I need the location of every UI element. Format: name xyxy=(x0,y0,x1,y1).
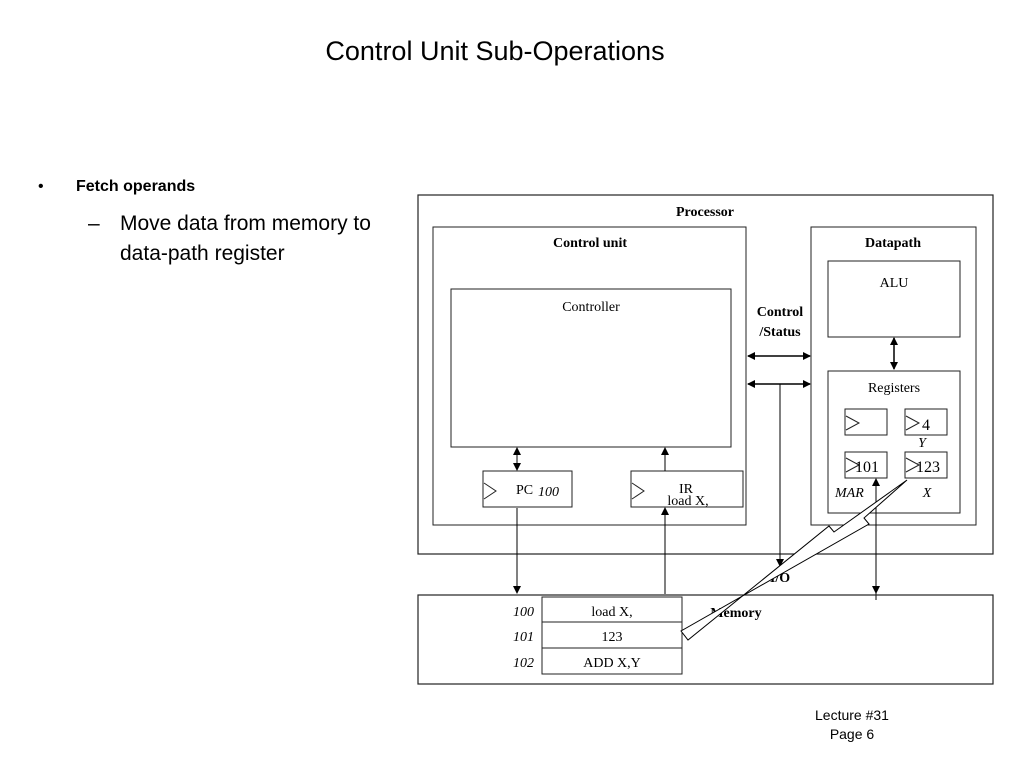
slide-title: Control Unit Sub-Operations xyxy=(325,36,665,66)
clock-icon xyxy=(845,457,861,473)
register-y xyxy=(904,408,948,436)
controller-label: Controller xyxy=(562,300,620,315)
clock-icon xyxy=(483,482,497,500)
control-status-label-1: Control xyxy=(757,305,804,320)
datapath-label: Datapath xyxy=(865,236,921,251)
page-number: Page 6 xyxy=(829,726,875,742)
bullet-text: Fetch operands xyxy=(76,178,196,195)
memory-table: 100 101 102 load X, 123 ADD X,Y xyxy=(513,596,683,675)
memory-address: 102 xyxy=(513,656,534,671)
alu-box xyxy=(827,260,961,338)
pc-register xyxy=(482,470,573,508)
memory-content: 123 xyxy=(602,630,623,645)
register-mar-name: MAR xyxy=(834,486,864,501)
ir-value: load X, xyxy=(667,494,708,509)
register-mar xyxy=(844,451,888,479)
control-unit-box xyxy=(432,226,747,526)
register-empty xyxy=(844,408,888,436)
lecture-number: Lecture #31 xyxy=(815,707,889,723)
registers-label: Registers xyxy=(868,381,920,396)
processor-label: Processor xyxy=(676,205,734,220)
clock-icon xyxy=(845,415,861,431)
clock-icon xyxy=(631,482,645,500)
control-status-label-2: /Status xyxy=(758,325,801,340)
bullet-marker: • xyxy=(38,178,44,195)
clock-icon xyxy=(905,457,921,473)
sub-bullet-marker: – xyxy=(88,212,100,235)
register-x xyxy=(904,451,948,479)
sub-bullet-text: Move data from memory to data-path regis… xyxy=(120,212,371,265)
memory-content: ADD X,Y xyxy=(583,656,641,671)
pc-value: 100 xyxy=(538,485,559,500)
register-x-name: X xyxy=(922,486,932,501)
ir-register xyxy=(630,470,744,508)
register-x-value: 123 xyxy=(916,459,940,476)
register-y-value: 4 xyxy=(922,417,930,434)
memory-cell xyxy=(541,647,683,675)
control-unit-label: Control unit xyxy=(553,236,627,251)
register-y-name: Y xyxy=(918,436,928,451)
datapath-box xyxy=(810,226,977,526)
registers-box xyxy=(827,370,961,514)
clock-icon xyxy=(905,415,921,431)
memory-cell xyxy=(541,596,683,623)
controller-box xyxy=(450,288,732,448)
pc-label: PC xyxy=(516,483,533,498)
alu-label: ALU xyxy=(880,276,909,291)
processor-box xyxy=(417,194,994,555)
ir-label: IR xyxy=(679,482,694,497)
memory-content: load X, xyxy=(591,605,632,620)
slide-footer: Lecture #31 Page 6 xyxy=(790,706,914,744)
memory-cell xyxy=(541,621,683,649)
memory-address: 100 xyxy=(513,605,534,620)
register-mar-value: 101 xyxy=(855,459,879,476)
data-transfer-arrow xyxy=(680,479,908,641)
memory-box xyxy=(417,594,994,685)
memory-address: 101 xyxy=(513,630,534,645)
